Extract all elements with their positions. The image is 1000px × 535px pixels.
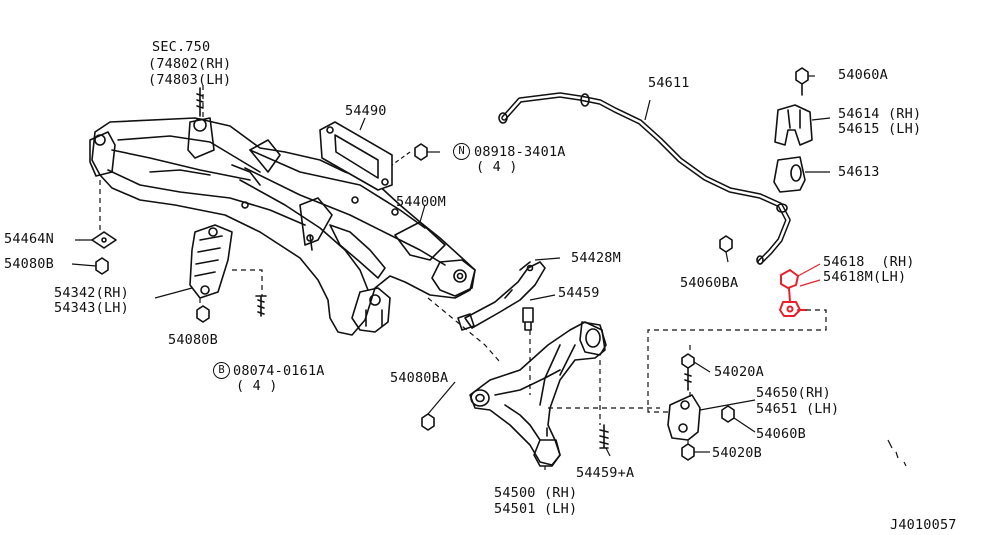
label-54080b-left: 54080B bbox=[4, 256, 54, 272]
label-sec750-rh: (74802(RH) bbox=[148, 56, 232, 72]
label-08918-3401a: 08918-3401A bbox=[474, 144, 566, 160]
label-54020b: 54020B bbox=[712, 445, 762, 461]
mount-bracket-54342 bbox=[189, 224, 233, 299]
bolt-08074 bbox=[255, 295, 267, 317]
label-08918-qty: ( 4 ) bbox=[476, 159, 518, 175]
label-54501-lh: 54501 (LH) bbox=[494, 501, 578, 517]
nut-54060ba bbox=[719, 235, 733, 253]
nut-54020b bbox=[681, 443, 695, 461]
label-54060ba: 54060BA bbox=[680, 275, 739, 291]
label-54428m: 54428M bbox=[571, 250, 621, 266]
label-sec750: SEC.750 bbox=[152, 39, 211, 55]
label-54618-rh: 54618 (RH) bbox=[823, 254, 915, 270]
nut-54080ba bbox=[421, 413, 435, 431]
bracket-54650 bbox=[667, 394, 701, 441]
label-54080ba: 54080BA bbox=[390, 370, 449, 386]
leader-lines bbox=[71, 75, 831, 470]
label-54618m-lh: 54618M(LH) bbox=[823, 269, 907, 285]
scribble-marks bbox=[887, 439, 907, 467]
drawing-id: J4010057 bbox=[890, 517, 957, 533]
label-54615-lh: 54615 (LH) bbox=[838, 121, 922, 137]
label-54459: 54459 bbox=[558, 285, 600, 301]
nut-54080b-mid bbox=[196, 305, 210, 323]
washer-54464n bbox=[91, 231, 117, 249]
nut-08918 bbox=[414, 143, 428, 161]
label-54060b: 54060B bbox=[756, 426, 806, 442]
label-54459a: 54459+A bbox=[576, 465, 635, 481]
bracket-plate-54490 bbox=[319, 121, 393, 191]
label-sec750-lh: (74803(LH) bbox=[148, 72, 232, 88]
subframe-crossmember bbox=[89, 117, 476, 336]
bolt-54020a bbox=[681, 353, 695, 391]
bolt-54060a bbox=[795, 67, 809, 96]
bolt-54459 bbox=[522, 307, 534, 331]
lower-control-arm-54500 bbox=[469, 321, 607, 467]
label-54614-rh: 54614 (RH) bbox=[838, 106, 922, 122]
label-54400m: 54400M bbox=[396, 194, 446, 210]
n-prefix-mark: N bbox=[453, 143, 470, 160]
label-54060a: 54060A bbox=[838, 67, 888, 83]
label-54080b-mid: 54080B bbox=[168, 332, 218, 348]
label-54490: 54490 bbox=[345, 103, 387, 119]
stabilizer-bar-54611 bbox=[498, 92, 791, 265]
label-54500-rh: 54500 (RH) bbox=[494, 485, 578, 501]
nut-54060b bbox=[721, 405, 735, 423]
clamp-bracket-54614 bbox=[774, 104, 813, 146]
label-54613: 54613 bbox=[838, 164, 880, 180]
dashed-relation-lines bbox=[99, 85, 827, 444]
label-54651-lh: 54651 (LH) bbox=[756, 401, 840, 417]
label-54650-rh: 54650(RH) bbox=[756, 385, 831, 401]
nut-54080b-left bbox=[95, 257, 109, 275]
tension-rod-54428m bbox=[457, 261, 546, 331]
label-08074-qty: ( 4 ) bbox=[236, 378, 278, 394]
label-54343-lh: 54343(LH) bbox=[54, 300, 129, 316]
bolt-54459a bbox=[599, 424, 609, 449]
b-prefix-mark: B bbox=[213, 362, 230, 379]
label-54020a: 54020A bbox=[714, 364, 764, 380]
label-08074-0161a: 08074-0161A bbox=[233, 363, 325, 379]
label-54342-rh: 54342(RH) bbox=[54, 285, 129, 301]
bolt-top-mount bbox=[196, 87, 204, 117]
label-54611: 54611 bbox=[648, 75, 690, 91]
bushing-54613 bbox=[773, 156, 806, 193]
stabilizer-link-54618 bbox=[779, 269, 807, 317]
label-54464n: 54464N bbox=[4, 231, 54, 247]
